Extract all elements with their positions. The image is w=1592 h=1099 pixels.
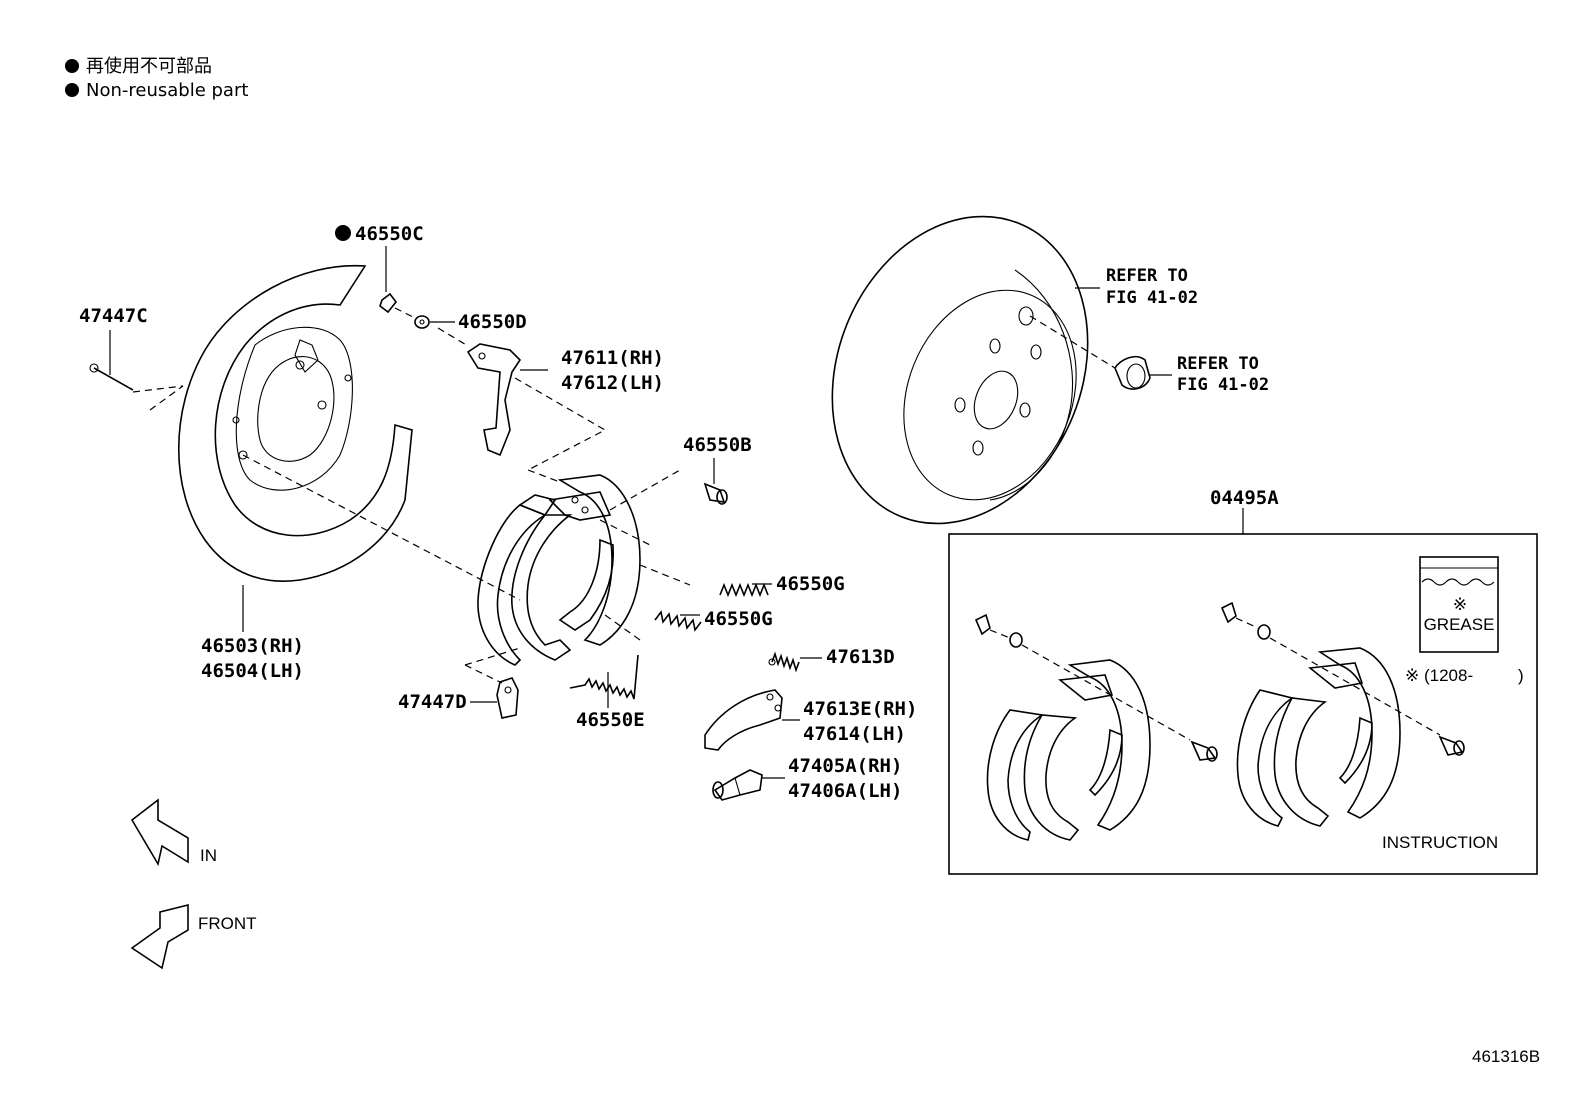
non-reusable-icon bbox=[65, 59, 79, 73]
grease-label: GREASE bbox=[1424, 615, 1495, 634]
front-label: FRONT bbox=[198, 914, 257, 933]
label-47612: 47612(LH) bbox=[561, 372, 664, 394]
pin-46550B[interactable] bbox=[703, 482, 728, 505]
backing-plate[interactable] bbox=[178, 264, 413, 582]
figure-id: 461316B bbox=[1472, 1047, 1540, 1066]
brake-shoes[interactable] bbox=[477, 474, 641, 666]
non-reusable-icon bbox=[65, 83, 79, 97]
label-46550E: 46550E bbox=[576, 709, 645, 731]
legend-en: Non-reusable part bbox=[86, 80, 248, 101]
lever-47611[interactable] bbox=[466, 343, 522, 457]
front-arrow-icon bbox=[130, 903, 189, 970]
label-47447C: 47447C bbox=[79, 305, 148, 327]
refer-fig-disc: FIG 41-02 bbox=[1106, 288, 1198, 308]
kit-pin-left bbox=[1190, 740, 1218, 762]
refer-label-plug: REFER TO bbox=[1177, 354, 1259, 374]
pin-47447C[interactable] bbox=[89, 363, 134, 391]
kit-clip-right bbox=[1220, 601, 1237, 624]
spring-46550G-upper[interactable] bbox=[719, 582, 769, 598]
grease-packet bbox=[1419, 556, 1499, 653]
in-arrow-icon bbox=[130, 798, 189, 867]
kit-note-close: ) bbox=[1518, 666, 1524, 685]
brake-disc[interactable] bbox=[788, 178, 1133, 562]
washer-46550D[interactable] bbox=[414, 315, 430, 329]
plug[interactable] bbox=[1114, 355, 1151, 390]
label-47613D: 47613D bbox=[826, 646, 895, 668]
refer-label-disc: REFER TO bbox=[1106, 266, 1188, 286]
label-47447D: 47447D bbox=[398, 691, 467, 713]
non-reusable-icon bbox=[335, 225, 351, 241]
label-47406A: 47406A(LH) bbox=[788, 780, 902, 802]
kit-box[interactable] bbox=[948, 533, 1538, 875]
label-47613E: 47613E(RH) bbox=[803, 698, 917, 720]
spring-47613D[interactable] bbox=[768, 651, 800, 673]
label-46550B: 46550B bbox=[683, 434, 752, 456]
grease-mark: ※ bbox=[1453, 595, 1467, 614]
label-46550C: 46550C bbox=[355, 223, 424, 245]
clip-47447D[interactable] bbox=[496, 677, 519, 719]
label-46503: 46503(RH) bbox=[201, 635, 304, 657]
clip-46550C[interactable] bbox=[379, 292, 398, 314]
label-47614: 47614(LH) bbox=[803, 723, 906, 745]
instruction-label: INSTRUCTION bbox=[1382, 833, 1498, 852]
kit-shoes-right bbox=[1236, 647, 1401, 827]
spring-46550G-lower[interactable] bbox=[654, 610, 702, 632]
in-label: IN bbox=[200, 846, 217, 865]
legend-jp: 再使用不可部品 bbox=[86, 56, 212, 77]
refer-fig-plug: FIG 41-02 bbox=[1177, 375, 1269, 395]
label-46550D: 46550D bbox=[458, 311, 527, 333]
adjuster-47405A[interactable] bbox=[712, 769, 763, 801]
kit-pin-right bbox=[1438, 735, 1465, 756]
label-47611: 47611(RH) bbox=[561, 347, 664, 369]
label-47405A: 47405A(RH) bbox=[788, 755, 902, 777]
label-04495A: 04495A bbox=[1210, 487, 1279, 509]
legend: 再使用不可部品 Non-reusable part bbox=[65, 56, 248, 101]
strut-47613E[interactable] bbox=[704, 689, 783, 751]
kit-shoes-left bbox=[986, 659, 1151, 841]
label-46504: 46504(LH) bbox=[201, 660, 304, 682]
label-46550G-upper: 46550G bbox=[776, 573, 845, 595]
spring-46550E[interactable] bbox=[569, 654, 639, 700]
kit-note: ※ (1208- bbox=[1405, 666, 1473, 685]
kit-clip-left bbox=[974, 613, 991, 636]
label-46550G-lower: 46550G bbox=[704, 608, 773, 630]
